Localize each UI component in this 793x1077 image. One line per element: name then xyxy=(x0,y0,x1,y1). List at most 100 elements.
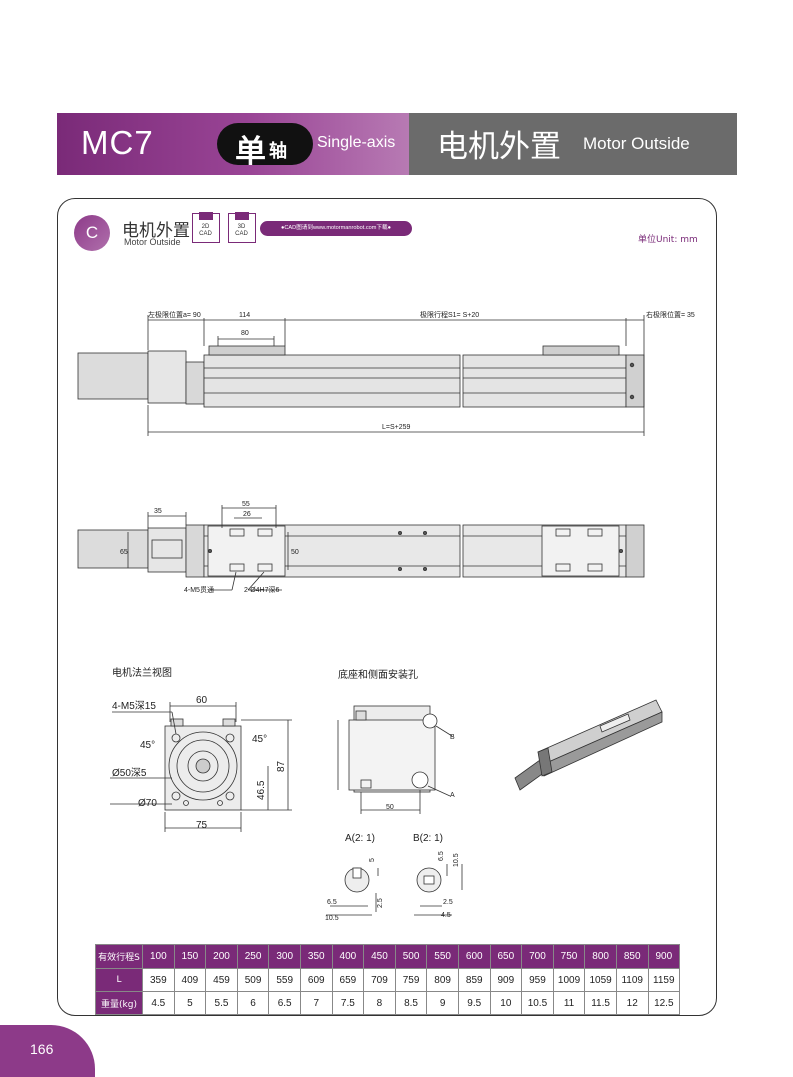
base-a-label: A xyxy=(450,792,455,799)
detail-b-65: 6.5 xyxy=(438,851,445,861)
dim-26: 26 xyxy=(243,511,251,518)
table-cell: 100 xyxy=(142,944,175,969)
flange-75: 75 xyxy=(196,820,208,831)
table-cell: 659 xyxy=(331,968,365,992)
table-cell: 9.5 xyxy=(457,991,491,1015)
table-cell: 1059 xyxy=(584,968,617,992)
table-cell: 8 xyxy=(363,991,396,1015)
single-axis-pill: 单 轴 xyxy=(217,123,313,170)
table-cell: 800 xyxy=(584,944,617,969)
cad-2d-icon[interactable]: 2D CAD xyxy=(192,212,220,243)
table-cell: 350 xyxy=(299,944,333,969)
table-cell: 400 xyxy=(331,944,365,969)
dim-114: 114 xyxy=(239,312,250,319)
cad-download-link[interactable]: ●CAD图请到www.motormanrobot.com下载● xyxy=(260,221,412,236)
cad-2d-bottom: CAD xyxy=(199,231,212,237)
top-view xyxy=(77,505,645,591)
table-cell: 150 xyxy=(173,944,207,969)
floppy-tab xyxy=(199,212,213,220)
flange-d70: Ø70 xyxy=(138,798,157,809)
table-cell: 850 xyxy=(615,944,649,969)
row-label: 重量(kg) xyxy=(95,991,143,1015)
table-cell: 409 xyxy=(173,968,207,992)
detail-b-45: 4.5 xyxy=(441,912,451,919)
table-cell: 450 xyxy=(363,944,396,969)
flange-title: 电机法兰视图 xyxy=(112,666,172,679)
detail-a-65: 6.5 xyxy=(327,899,337,906)
pill-main-char: 单 xyxy=(235,134,266,170)
cad-3d-icon[interactable]: 3D CAD xyxy=(228,212,256,243)
flange-87: 87 xyxy=(276,760,287,772)
table-cell: 459 xyxy=(205,968,238,992)
banner-left: MC7 单 轴 Single-axis xyxy=(57,113,409,175)
cad-2d-top: 2D xyxy=(201,224,210,230)
hole-pin-label: 2-Ø4H7深6 xyxy=(244,585,280,594)
banner-right: 电机外置 Motor Outside xyxy=(409,113,737,175)
left-limit-label: 左极限位置a= 90 xyxy=(148,310,201,319)
table-cell: 559 xyxy=(268,968,301,992)
table-cell: 759 xyxy=(394,968,428,992)
detail-b-25: 2.5 xyxy=(443,899,453,906)
table-cell: 11.5 xyxy=(584,991,617,1015)
table-cell: 900 xyxy=(647,944,681,969)
motor-title-cn: 电机外置 xyxy=(437,129,561,165)
table-cell: 650 xyxy=(489,944,523,969)
table-cell: 700 xyxy=(521,944,554,969)
flange-45b: 45° xyxy=(252,734,267,745)
detail-a-105: 10.5 xyxy=(325,915,339,922)
pill-sub-char: 轴 xyxy=(269,141,287,162)
detail-a-25: 2.5 xyxy=(377,898,384,908)
flange-465: 46.5 xyxy=(256,780,267,800)
table-cell: 11 xyxy=(552,991,586,1015)
floppy-tab xyxy=(235,212,249,220)
table-cell: 5 xyxy=(173,991,207,1015)
table-cell: 359 xyxy=(142,968,175,992)
detail-a-5: 5 xyxy=(369,858,376,862)
table-cell: 7.5 xyxy=(331,991,365,1015)
table-cell: 1009 xyxy=(552,968,586,992)
hole-m5-label: 4-M5贯通 xyxy=(184,585,214,594)
table-cell: 959 xyxy=(521,968,554,992)
table-cell: 10.5 xyxy=(521,991,554,1015)
row-label: 有效行程S xyxy=(95,944,143,969)
flange-view xyxy=(110,702,292,832)
flange-60: 60 xyxy=(196,695,208,706)
table-cell: 12.5 xyxy=(647,991,681,1015)
cad-3d-top: 3D xyxy=(237,224,246,230)
table-cell: 600 xyxy=(457,944,491,969)
detail-a xyxy=(326,867,379,916)
right-limit-label: 右极限位置= 35 xyxy=(646,310,695,319)
table-cell: 4.5 xyxy=(142,991,175,1015)
total-length-label: L=S+259 xyxy=(382,424,411,431)
motor-title-en: Motor Outside xyxy=(583,134,690,153)
detail-b-105: 10.5 xyxy=(453,853,460,867)
flange-45a: 45° xyxy=(140,740,155,751)
table-cell: 6.5 xyxy=(268,991,301,1015)
flange-m5-label: 4-M5深15 xyxy=(112,700,156,712)
flange-d50: Ø50深5 xyxy=(112,767,147,779)
table-cell: 12 xyxy=(615,991,649,1015)
table-cell: 9 xyxy=(426,991,459,1015)
section-title-en: Motor Outside xyxy=(124,237,181,247)
table-cell: 1159 xyxy=(647,968,681,992)
single-axis-label: Single-axis xyxy=(317,134,396,151)
table-cell: 200 xyxy=(205,944,238,969)
dim-55: 55 xyxy=(242,501,250,508)
isometric-product xyxy=(514,699,663,791)
detail-b xyxy=(414,864,463,916)
base-view xyxy=(337,705,453,814)
table-cell: 1109 xyxy=(615,968,649,992)
table-cell: 7 xyxy=(299,991,333,1015)
row-label: L xyxy=(95,968,143,992)
table-cell: 859 xyxy=(457,968,491,992)
table-cell: 550 xyxy=(426,944,459,969)
section-title-cn: 电机外置 xyxy=(122,221,190,241)
table-cell: 750 xyxy=(552,944,586,969)
cad-3d-bottom: CAD xyxy=(235,231,248,237)
table-cell: 8.5 xyxy=(394,991,428,1015)
